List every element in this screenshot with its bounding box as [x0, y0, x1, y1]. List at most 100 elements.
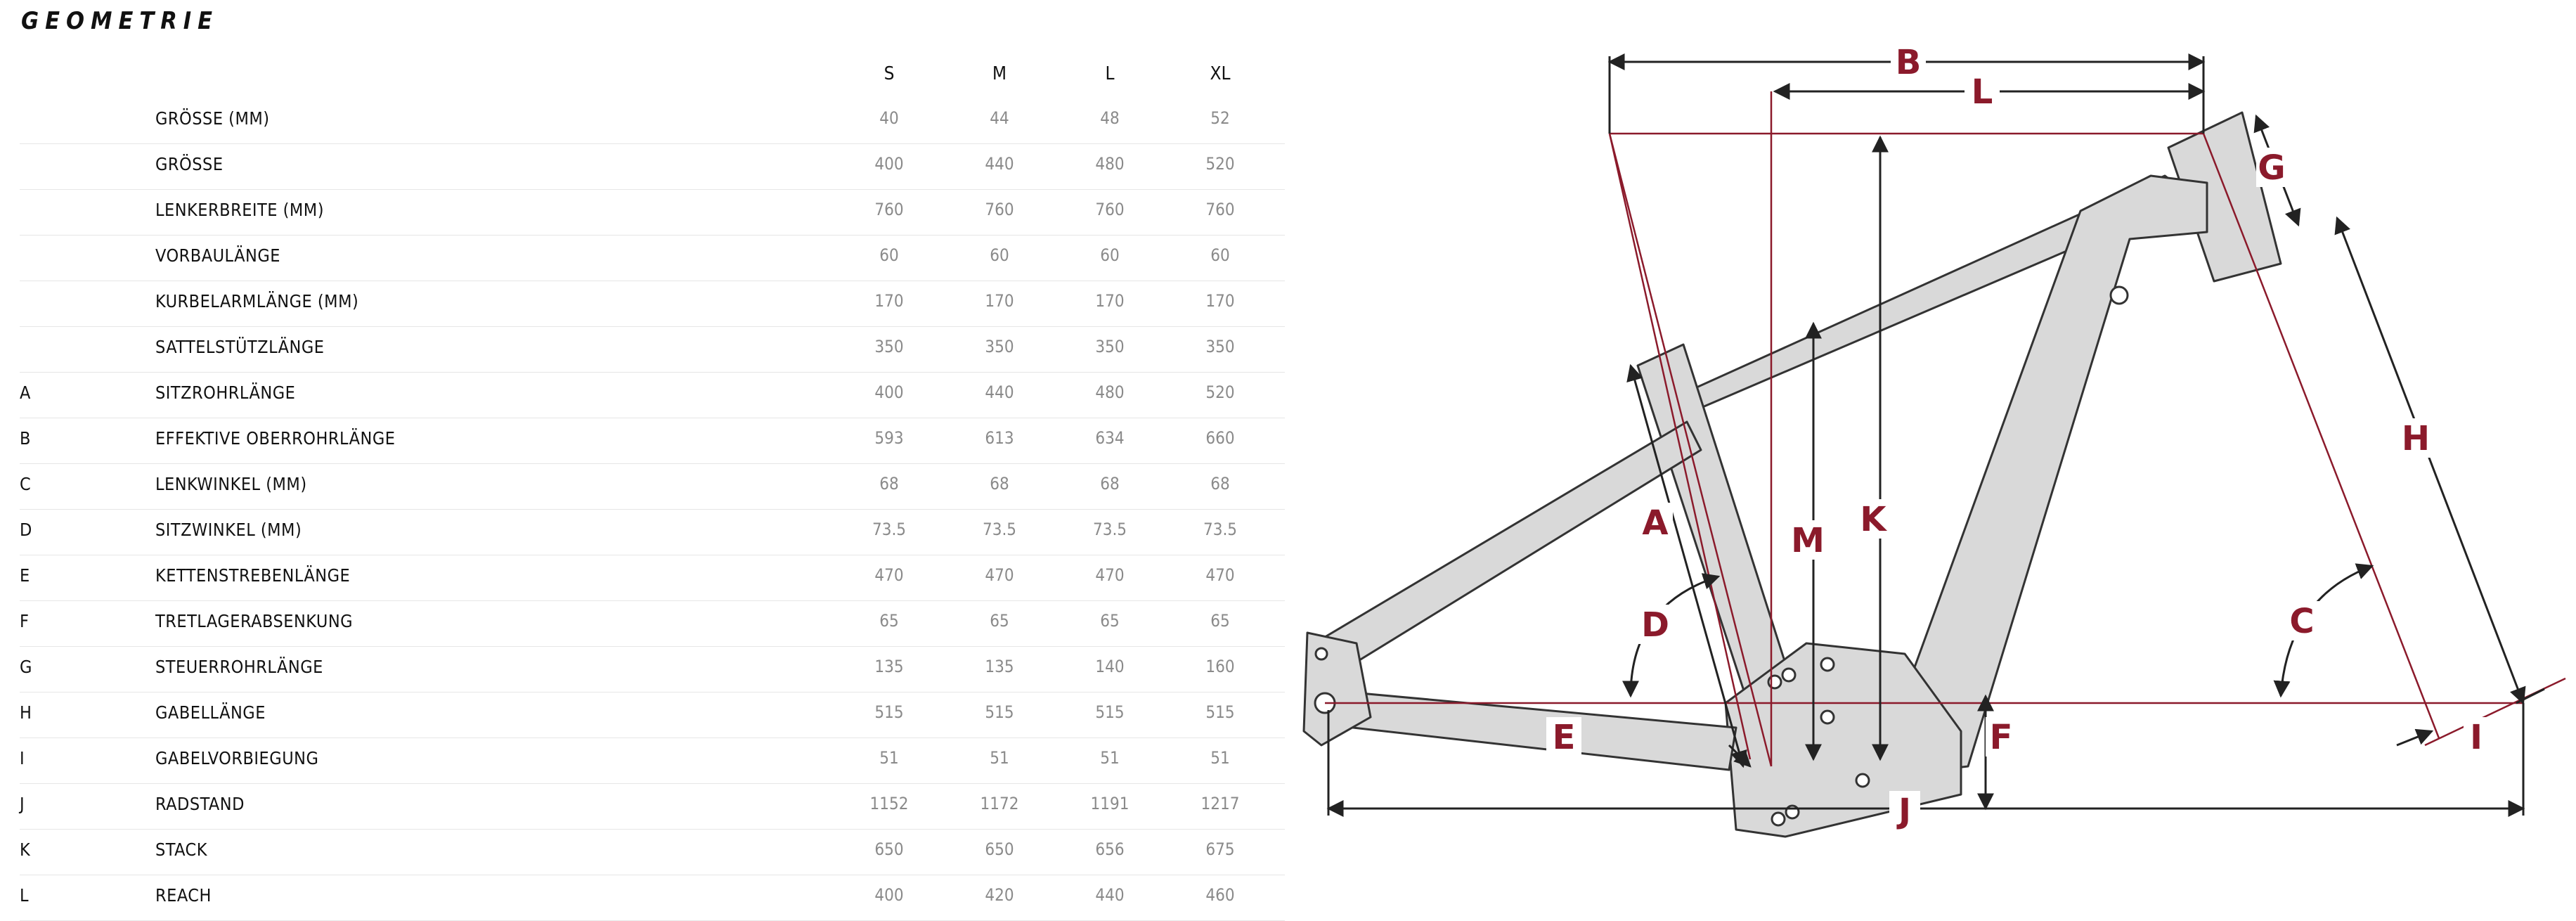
chain-stay: [1313, 688, 1737, 771]
down-tube: [1882, 174, 2208, 775]
dim-label-b: B: [1896, 43, 1922, 82]
row-label: KETTENSTREBENLÄNGE: [155, 565, 351, 586]
row-letter: D: [20, 520, 32, 540]
row-letter: G: [20, 657, 32, 677]
head-tube: [2167, 111, 2282, 283]
row-letter: H: [20, 702, 32, 723]
row-letter: E: [20, 565, 30, 586]
row-label: KURBELARMLÄNGE (MM): [155, 291, 359, 311]
row-label: STEUERROHRLÄNGE: [155, 657, 323, 677]
row-letter: B: [20, 428, 31, 449]
row-value-m: 1172: [980, 794, 1019, 813]
row-value-xl: 160: [1205, 657, 1235, 676]
row-value-s: 400: [874, 885, 904, 905]
row-label: LENKWINKEL (MM): [155, 474, 307, 494]
row-value-s: 51: [879, 748, 899, 768]
row-value-l: 656: [1095, 839, 1125, 859]
row-letter: J: [20, 794, 25, 814]
row-value-m: 515: [985, 702, 1014, 722]
dim-label-j: J: [1896, 792, 1911, 831]
row-value-l: 515: [1095, 702, 1125, 722]
row-value-m: 68: [990, 474, 1009, 494]
row-value-l: 470: [1095, 565, 1125, 585]
row-value-m: 60: [990, 245, 1009, 265]
dim-label-d: D: [1641, 605, 1669, 645]
row-value-xl: 65: [1210, 611, 1230, 631]
row-value-xl: 460: [1205, 885, 1235, 905]
row-label: GRÖSSE (MM): [155, 108, 270, 129]
frame-geometry-diagram: B L G H A M K D C E F I J: [1302, 42, 2566, 838]
row-value-s: 470: [874, 565, 904, 585]
dim-label-g: G: [2258, 148, 2285, 188]
row-letter: F: [20, 611, 29, 631]
row-value-l: 140: [1095, 657, 1125, 676]
row-label: GABELVORBIEGUNG: [155, 748, 319, 768]
row-value-m: 650: [985, 839, 1014, 859]
row-value-l: 634: [1095, 428, 1125, 448]
page-title: GEOMETRIE: [21, 7, 219, 35]
dim-label-k: K: [1860, 500, 1887, 539]
rear-dropout: [1302, 631, 1372, 747]
row-value-m: 440: [985, 382, 1014, 402]
dim-label-a: A: [1642, 503, 1668, 543]
row-value-s: 593: [874, 428, 904, 448]
row-value-xl: 68: [1210, 474, 1230, 494]
row-value-xl: 73.5: [1203, 520, 1238, 539]
row-label: SATTELSTÜTZLÄNGE: [155, 337, 325, 357]
row-value-l: 1191: [1090, 794, 1130, 813]
table-row: C LENKWINKEL (MM) 68 68 68 68: [20, 464, 1285, 510]
row-value-l: 68: [1100, 474, 1120, 494]
row-value-s: 350: [874, 337, 904, 356]
row-value-xl: 675: [1205, 839, 1235, 859]
row-value-l: 65: [1100, 611, 1120, 631]
row-value-s: 515: [874, 702, 904, 722]
row-value-s: 73.5: [872, 520, 907, 539]
row-value-l: 48: [1100, 108, 1120, 128]
row-value-s: 650: [874, 839, 904, 859]
row-value-s: 1152: [869, 794, 909, 813]
size-header-l: L: [1105, 63, 1115, 84]
row-value-s: 400: [874, 154, 904, 174]
row-letter: L: [20, 885, 29, 906]
row-value-m: 470: [985, 565, 1014, 585]
row-value-xl: 350: [1205, 337, 1235, 356]
dim-label-e: E: [1553, 718, 1576, 757]
row-value-s: 60: [879, 245, 899, 265]
dim-label-f: F: [1990, 718, 2013, 757]
bike-frame: [1302, 111, 2282, 838]
dim-label-l: L: [1972, 72, 1993, 112]
row-value-s: 760: [874, 200, 904, 219]
row-value-xl: 51: [1210, 748, 1230, 768]
row-value-l: 73.5: [1092, 520, 1127, 539]
dim-label-m: M: [1791, 521, 1825, 560]
size-header-s: S: [884, 63, 895, 84]
row-letter: A: [20, 382, 31, 403]
row-value-m: 44: [990, 108, 1009, 128]
row-letter: C: [20, 474, 31, 494]
row-value-l: 60: [1100, 245, 1120, 265]
row-label: GABELLÄNGE: [155, 702, 266, 723]
row-value-s: 135: [874, 657, 904, 676]
motor-housing: [1724, 642, 1962, 838]
row-value-xl: 520: [1205, 382, 1235, 402]
row-value-xl: 660: [1205, 428, 1235, 448]
row-value-xl: 760: [1205, 200, 1235, 219]
row-label: SITZWINKEL (MM): [155, 520, 302, 540]
row-value-m: 65: [990, 611, 1009, 631]
row-value-l: 170: [1095, 291, 1125, 311]
row-value-s: 68: [879, 474, 899, 494]
row-value-l: 480: [1095, 154, 1125, 174]
row-value-l: 760: [1095, 200, 1125, 219]
row-value-xl: 515: [1205, 702, 1235, 722]
